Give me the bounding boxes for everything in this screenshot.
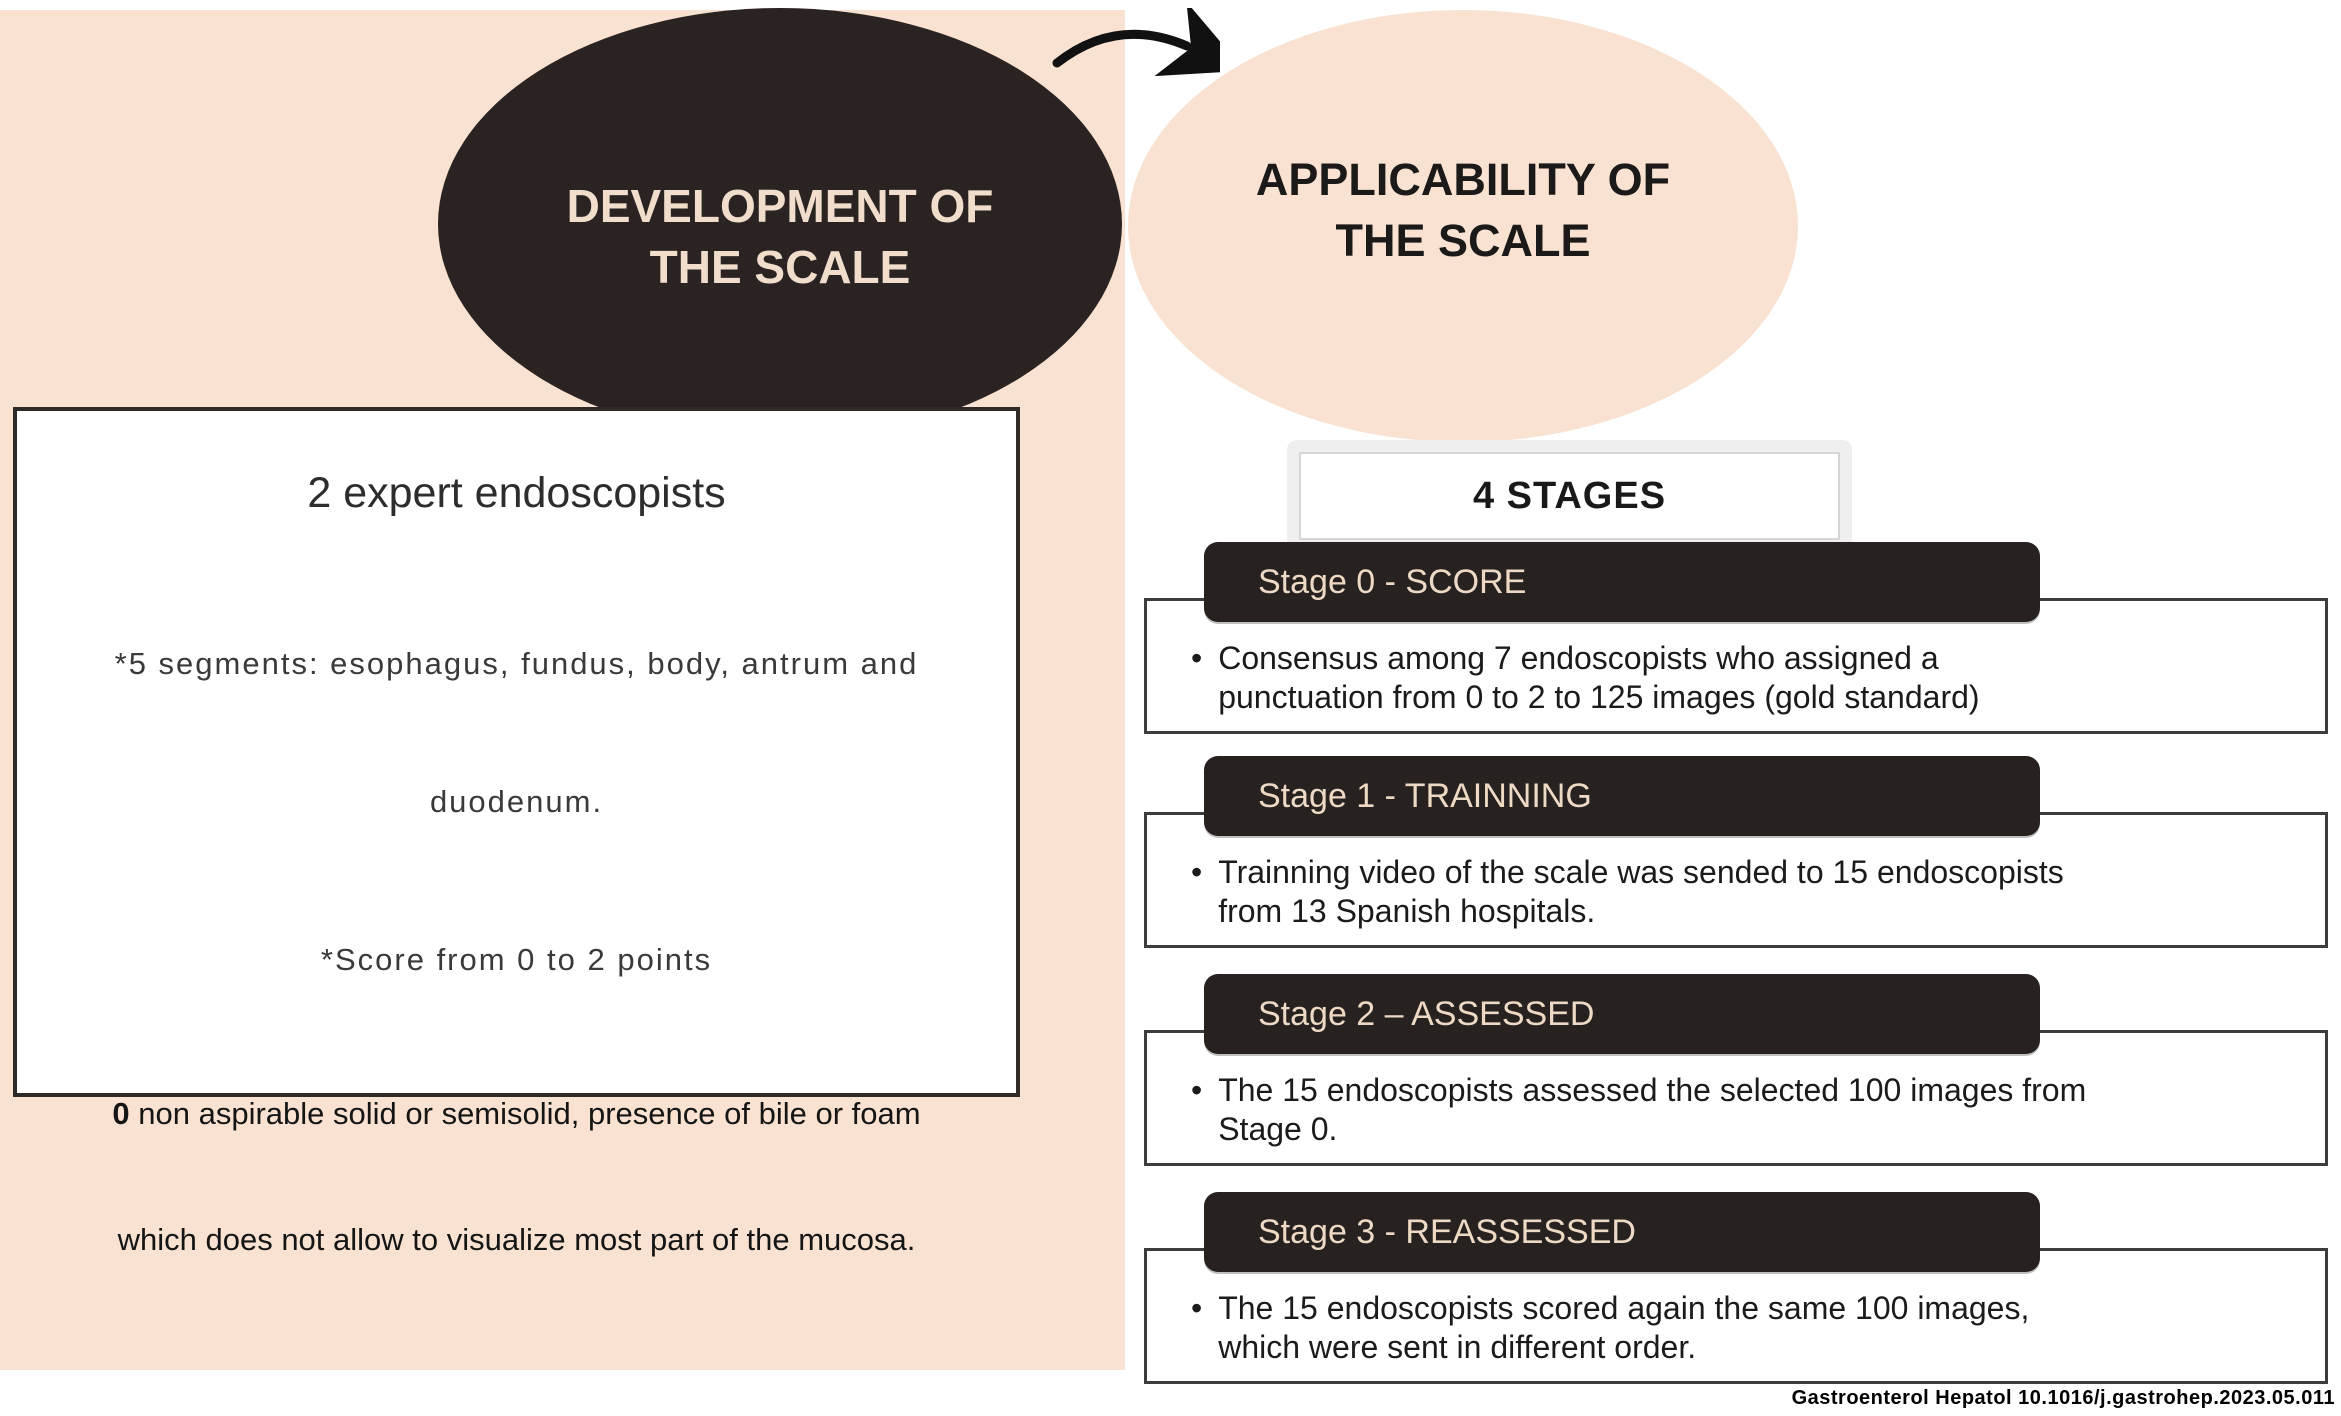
stage-0-text: • Consensus among 7 endoscopists who ass… <box>1191 639 2305 717</box>
stage-1-line1: Trainning video of the scale was sended … <box>1218 854 2064 890</box>
stage-2-header: Stage 2 – ASSESSED <box>1204 974 2040 1054</box>
development-title: DEVELOPMENT OF THE SCALE <box>567 150 994 297</box>
stage-1-header: Stage 1 - TRAINNING <box>1204 756 2040 836</box>
stage-1-text: • Trainning video of the scale was sende… <box>1191 853 2305 931</box>
stage-3-content-box: • The 15 endoscopists scored again the s… <box>1144 1248 2328 1384</box>
score-0-definition: 0 non aspirable solid or semisolid, pres… <box>112 1096 921 1257</box>
citation: Gastroenterol Hepatol 10.1016/j.gastrohe… <box>1791 1387 2335 1409</box>
applicability-title-line2: THE SCALE <box>1335 215 1591 266</box>
stage-0-header: Stage 0 - SCORE <box>1204 542 2040 622</box>
stage-0-line1: Consensus among 7 endoscopists who assig… <box>1218 640 1939 676</box>
stage-0-line2: punctuation from 0 to 2 to 125 images (g… <box>1218 679 1980 715</box>
applicability-title-line1: APPLICABILITY OF <box>1255 154 1671 206</box>
curved-arrow-icon <box>1052 8 1220 77</box>
bullet-icon: • <box>1191 1290 1203 1326</box>
bullet-icon: • <box>1191 1072 1203 1108</box>
development-title-line2: THE SCALE <box>649 241 911 293</box>
stage-2-text: • The 15 endoscopists assessed the selec… <box>1191 1071 2305 1149</box>
applicability-ellipse: APPLICABILITY OF THE SCALE <box>1128 10 1798 442</box>
stage-3-line1: The 15 endoscopists scored again the sam… <box>1218 1290 2030 1326</box>
development-title-line1: DEVELOPMENT OF <box>566 180 994 233</box>
scale-score-range-line: *Score from 0 to 2 points <box>320 942 713 977</box>
stage-1-line2: from 13 Spanish hospitals. <box>1218 893 1596 929</box>
applicability-title: APPLICABILITY OF THE SCALE <box>1256 150 1670 302</box>
stage-3-text: • The 15 endoscopists scored again the s… <box>1191 1289 2305 1367</box>
bullet-icon: • <box>1191 854 1203 890</box>
stage-2-line1: The 15 endoscopists assessed the selecte… <box>1218 1072 2087 1108</box>
development-ellipse: DEVELOPMENT OF THE SCALE <box>438 8 1122 440</box>
stage-3-header: Stage 3 - REASSESSED <box>1204 1192 2040 1272</box>
score-1-definition: 1 small amount of semisolid, bile or foa… <box>17 1361 1016 1416</box>
stage-3-line2: which were sent in different order. <box>1218 1329 1697 1365</box>
scale-segments-line: *5 segments: esophagus, fundus, body, an… <box>114 646 919 819</box>
stages-header: 4 STAGES <box>1299 452 1840 540</box>
score-0-number: 0 <box>112 1096 130 1131</box>
scale-description-box: 2 expert endoscopists *5 segments: esoph… <box>13 407 1020 1257</box>
stage-2-line2: Stage 0. <box>1218 1111 1338 1147</box>
stages-header-frame: 4 STAGES <box>1287 440 1852 552</box>
bullet-icon: • <box>1191 640 1203 676</box>
scale-box-title: 2 expert endoscopists <box>307 469 726 517</box>
